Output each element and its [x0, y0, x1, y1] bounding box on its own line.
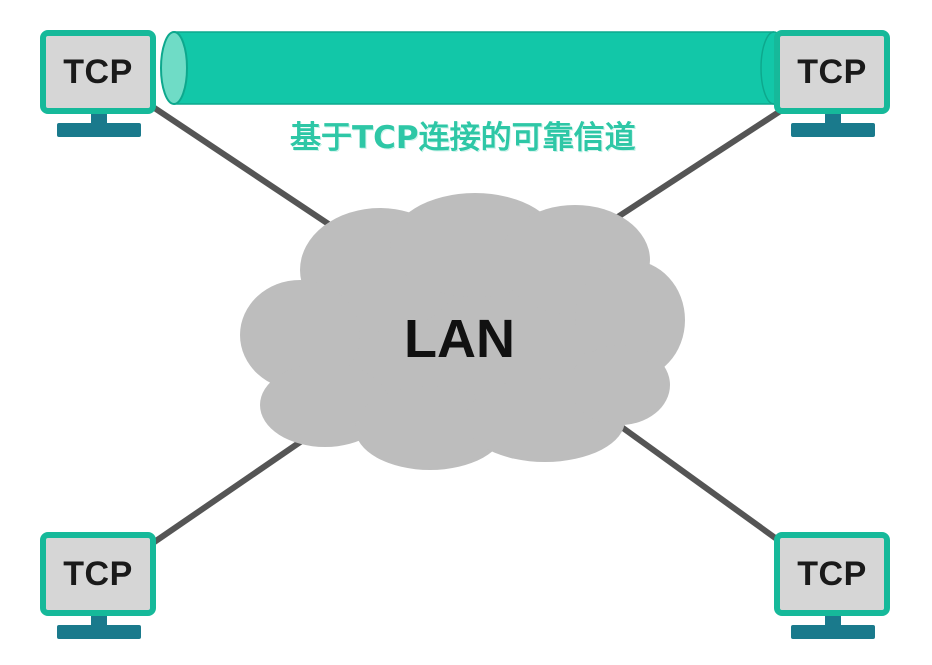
host-label: TCP — [63, 52, 133, 91]
lan-label: LAN — [404, 309, 515, 369]
host-label: TCP — [797, 52, 867, 91]
host-label: TCP — [63, 554, 133, 593]
monitor-stand-neck — [825, 616, 841, 626]
link-bottom-left — [148, 422, 327, 548]
host-top-left: TCP — [40, 30, 158, 146]
channel-label: 基于TCP连接的可靠信道 — [290, 120, 636, 156]
computer-monitor-icon: TCP — [774, 30, 890, 114]
computer-monitor-icon: TCP — [40, 30, 156, 114]
host-top-right: TCP — [774, 30, 892, 146]
monitor-stand-neck — [91, 616, 107, 626]
lan-cloud-icon — [240, 193, 685, 470]
monitor-stand-base — [791, 123, 875, 137]
link-top-right — [608, 105, 787, 225]
host-label: TCP — [797, 554, 867, 593]
computer-monitor-icon: TCP — [774, 532, 890, 616]
host-bottom-left: TCP — [40, 532, 158, 648]
monitor-stand-base — [57, 625, 141, 639]
monitor-stand-base — [791, 625, 875, 639]
host-bottom-right: TCP — [774, 532, 892, 648]
computer-monitor-icon: TCP — [40, 532, 156, 616]
reliable-channel-pipe — [160, 31, 788, 105]
monitor-stand-neck — [91, 114, 107, 124]
monitor-stand-neck — [825, 114, 841, 124]
monitor-stand-base — [57, 123, 141, 137]
link-top-left — [148, 102, 362, 248]
link-bottom-right — [603, 412, 787, 548]
